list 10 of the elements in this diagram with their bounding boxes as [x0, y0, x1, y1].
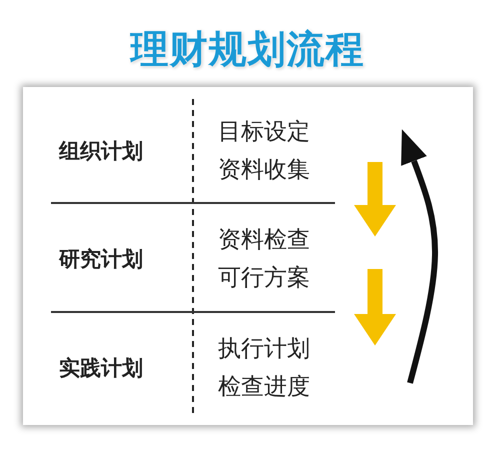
row-heading: 研究计划 — [59, 246, 144, 272]
step-text: 检查进度 — [218, 372, 310, 402]
step-text: 执行计划 — [218, 334, 310, 364]
row-heading: 组织计划 — [59, 138, 144, 164]
step-text: 目标设定 — [218, 118, 310, 146]
row-heading: 实践计划 — [59, 354, 144, 382]
title: 理财规划流程 — [130, 26, 364, 73]
step-text: 资料检查 — [218, 226, 310, 254]
step-text: 可行方案 — [218, 264, 310, 292]
step-text: 资料收集 — [218, 156, 310, 184]
